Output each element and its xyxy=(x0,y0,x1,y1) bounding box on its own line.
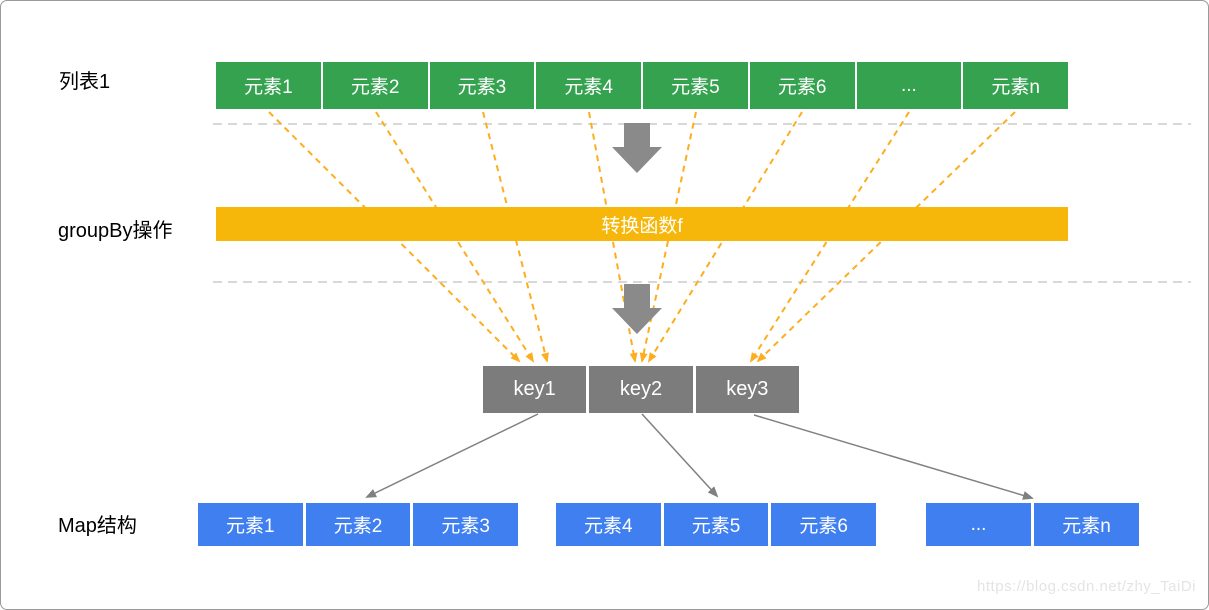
arrow-key3-group3 xyxy=(753,414,1034,500)
list1-cell: 元素n xyxy=(963,62,1068,109)
label-groupby: groupBy操作 xyxy=(58,220,173,242)
map-cell: 元素2 xyxy=(305,503,411,546)
list1-cell: 元素3 xyxy=(429,62,535,109)
down-block-arrow-icon xyxy=(612,123,662,173)
map-cell: 元素6 xyxy=(771,503,877,546)
list1-cell: ... xyxy=(856,62,962,109)
map-group-2: 元素4 元素5 元素6 xyxy=(556,503,877,546)
map-cell: 元素3 xyxy=(413,503,519,546)
map-cell: ... xyxy=(926,503,1031,546)
transform-function-bar: 转换函数f xyxy=(216,207,1068,241)
label-map: Map结构 xyxy=(58,515,137,537)
list1-cell: 元素4 xyxy=(536,62,641,109)
list1-cell: 元素1 xyxy=(216,62,321,109)
map-cell: 元素n xyxy=(1034,503,1139,546)
list1-row: 元素1 元素2 元素3 元素4 元素5 元素6 ... 元素n xyxy=(216,62,1068,109)
list1-cell: 元素6 xyxy=(749,62,855,109)
keys-row: key1 key2 key3 xyxy=(483,366,799,413)
arrow-e5-key2 xyxy=(639,111,697,363)
map-cell: 元素5 xyxy=(663,503,769,546)
key-to-group-arrows xyxy=(365,413,1034,500)
down-block-arrow-icon xyxy=(612,284,662,334)
label-list1: 列表1 xyxy=(59,71,111,93)
arrow-key1-group1 xyxy=(365,413,539,498)
watermark: https://blog.csdn.net/zhy_TaiDi xyxy=(977,578,1196,595)
key-cell: key1 xyxy=(483,366,587,413)
map-cell: 元素4 xyxy=(556,503,661,546)
key-cell: key2 xyxy=(589,366,693,413)
arrow-e3-key1 xyxy=(482,111,549,363)
list1-cell: 元素2 xyxy=(322,62,428,109)
map-group-1: 元素1 元素2 元素3 xyxy=(198,503,519,546)
key-cell: key3 xyxy=(695,366,799,413)
arrow-key2-group2 xyxy=(641,413,719,498)
map-cell: 元素1 xyxy=(198,503,303,546)
list1-cell: 元素5 xyxy=(643,62,748,109)
map-group-3: ... 元素n xyxy=(926,503,1139,546)
